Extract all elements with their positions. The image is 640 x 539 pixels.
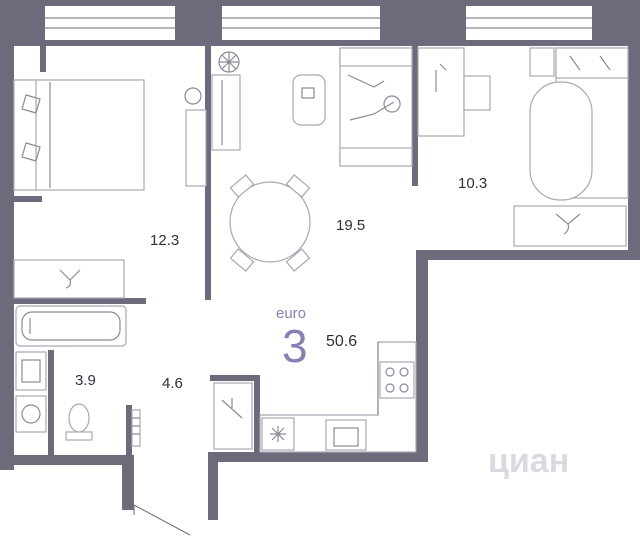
area-bedroom-right: 10.3 [458, 175, 487, 192]
desk-right [417, 47, 555, 137]
towel-rail [131, 409, 141, 447]
watermark: циан [488, 442, 569, 480]
wardrobe-right [513, 205, 627, 247]
rooms-count: 3 [282, 320, 308, 372]
area-bathroom: 3.9 [75, 372, 96, 389]
tv-stand-left [184, 87, 207, 187]
area-hallway: 4.6 [162, 375, 183, 392]
apartment-type-label: euro [276, 305, 306, 322]
bed-right [529, 47, 629, 201]
walls [0, 0, 640, 520]
bathtub [15, 305, 127, 347]
tv-unit-living [211, 74, 241, 151]
stove-icon [379, 361, 415, 399]
dining-table [229, 174, 311, 272]
sofa-living [339, 47, 413, 167]
fridge-icon [261, 417, 295, 451]
wardrobe-left [13, 259, 125, 299]
plant-icon [218, 51, 240, 73]
area-living-kitchen: 19.5 [336, 217, 365, 234]
coffee-table [292, 74, 326, 126]
hall-closet [213, 382, 253, 450]
toilet-icon [65, 403, 93, 441]
kitchen-counter [259, 341, 417, 453]
bed-left [13, 79, 145, 191]
total-area: 50.6 [326, 333, 357, 350]
entrance-door [133, 504, 191, 536]
washbasin [15, 351, 47, 391]
washing-machine [15, 395, 47, 433]
area-bedroom-left: 12.3 [150, 232, 179, 249]
sink-icon [325, 419, 367, 451]
